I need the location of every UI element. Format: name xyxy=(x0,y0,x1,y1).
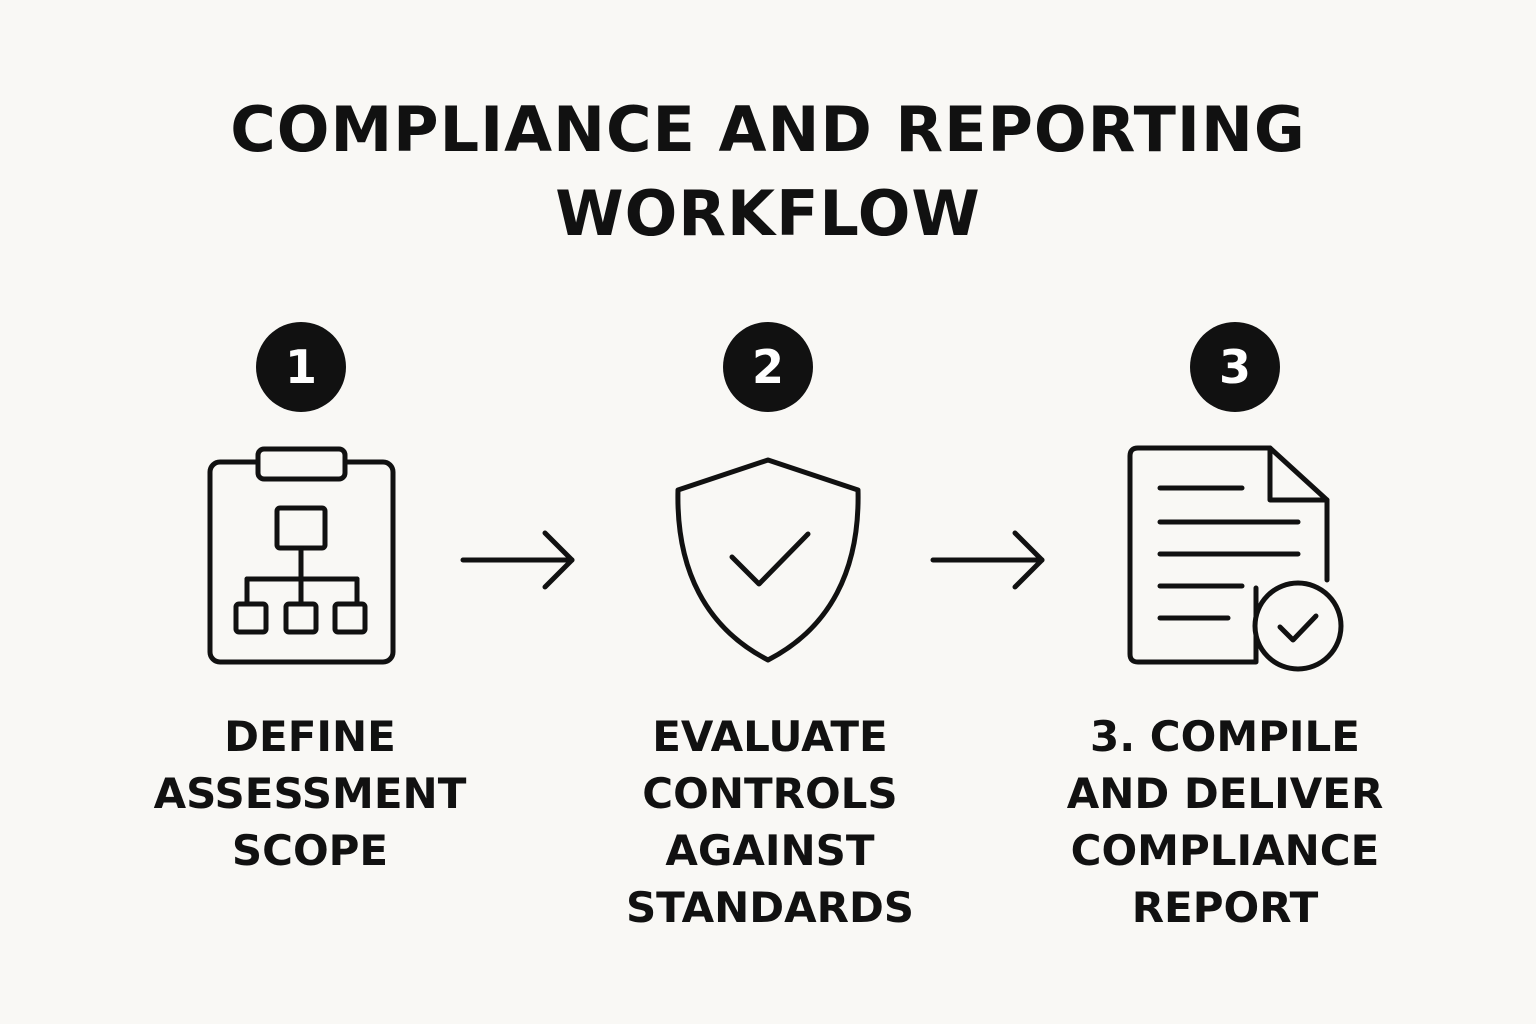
step-3-label-line: 3. COMPILE xyxy=(1090,712,1360,761)
step-3-label-line: AND DELIVER xyxy=(1066,769,1384,818)
document-check-icon xyxy=(1127,445,1344,672)
shield-check-icon xyxy=(675,457,861,663)
title-line-2: WORKFLOW xyxy=(555,177,981,250)
step-2-label-line: AGAINST xyxy=(665,826,875,875)
step-2-label-line: CONTROLS xyxy=(642,769,898,818)
step-1-label-line: ASSESSMENT xyxy=(153,769,467,818)
step-1-label-line: SCOPE xyxy=(231,826,389,875)
step-2-label-line: STANDARDS xyxy=(625,883,915,932)
arrow-right-icon xyxy=(460,530,575,590)
step-1-label-line: DEFINE xyxy=(224,712,396,761)
step-2-label-line: EVALUATE xyxy=(652,712,888,761)
step-3-label-line: COMPLIANCE xyxy=(1070,826,1380,875)
step-2-label: EVALUATE CONTROLS AGAINST STANDARDS xyxy=(560,708,980,936)
arrow-right-icon xyxy=(930,530,1045,590)
step-3-label: 3. COMPILE AND DELIVER COMPLIANCE REPORT xyxy=(1015,708,1435,936)
clipboard-hierarchy-icon xyxy=(207,446,396,665)
step-3-badge: 3 xyxy=(1190,322,1280,412)
step-3-label-line: REPORT xyxy=(1131,883,1319,932)
step-1-label: DEFINE ASSESSMENT SCOPE xyxy=(100,708,520,879)
step-1-badge: 1 xyxy=(256,322,346,412)
title-line-1: COMPLIANCE AND REPORTING xyxy=(230,93,1306,166)
step-2-badge: 2 xyxy=(723,322,813,412)
page-title: COMPLIANCE AND REPORTING WORKFLOW xyxy=(0,88,1536,256)
